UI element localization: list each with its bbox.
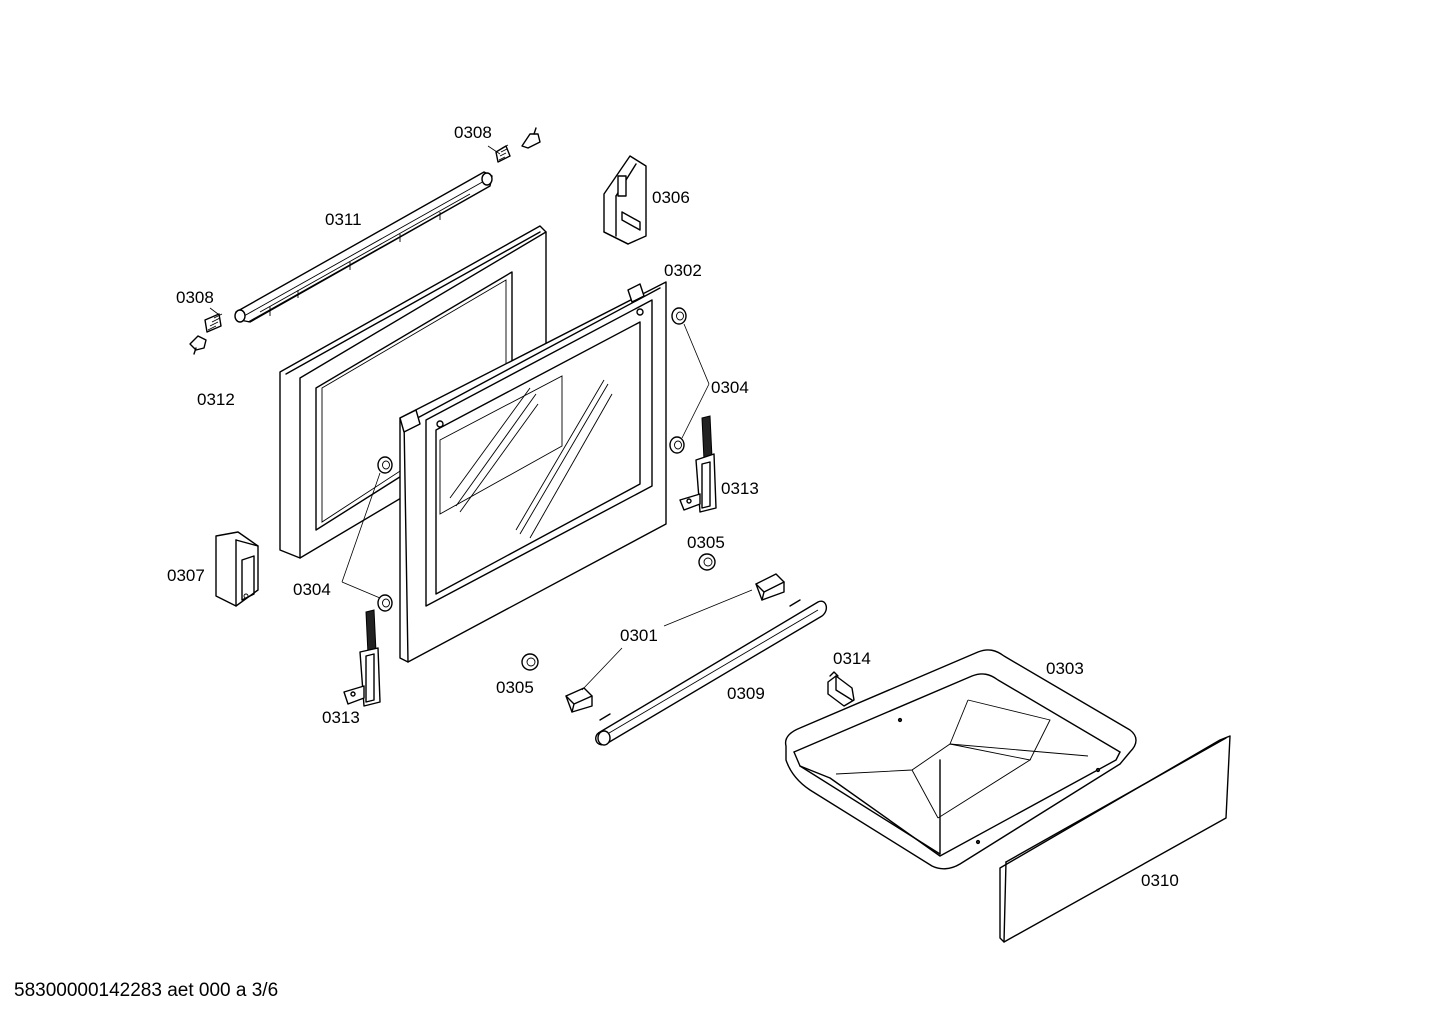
part-0305-stop-left <box>521 653 539 671</box>
label-0304-right: 0304 <box>711 378 749 397</box>
part-0310-drawer-front <box>999 735 1231 943</box>
label-0303: 0303 <box>1046 659 1084 678</box>
part-0301-handle-holder-left <box>565 687 593 713</box>
part-0308-spring-screw-left <box>189 307 223 355</box>
part-0314-clip <box>827 671 855 707</box>
label-0305-right: 0305 <box>687 533 725 552</box>
label-0308-top: 0308 <box>454 123 492 142</box>
leader-0304-right <box>681 323 710 439</box>
label-0307: 0307 <box>167 566 205 585</box>
leader-0304-left <box>341 472 381 599</box>
label-0311: 0311 <box>325 210 362 229</box>
drawing-reference-number: 58300000142283 aet 000 a 3/6 <box>14 980 279 1001</box>
part-0304-pad-top-right <box>671 307 687 325</box>
label-0314: 0314 <box>833 649 871 668</box>
part-0308-spring-screw-top <box>487 127 541 163</box>
label-0302: 0302 <box>664 261 702 280</box>
label-0313-right: 0313 <box>721 479 759 498</box>
part-0304-pad-left-upper <box>377 456 393 474</box>
leader-0301 <box>581 589 753 691</box>
part-0304-pad-mid-right <box>669 436 685 454</box>
part-0311-door-trim-strip <box>234 171 493 323</box>
label-0310: 0310 <box>1141 871 1179 890</box>
part-0309-door-handle <box>595 599 828 746</box>
part-0313-hinge-right <box>679 415 717 513</box>
label-0309: 0309 <box>727 684 765 703</box>
part-0305-stop-right <box>698 553 716 571</box>
label-0304-left: 0304 <box>293 580 331 599</box>
label-0313-left: 0313 <box>322 708 360 727</box>
part-0301-handle-holder-right <box>755 573 785 601</box>
label-0306: 0306 <box>652 188 690 207</box>
part-0304-pad-left-lower <box>377 594 393 612</box>
part-labels: 0308 0306 0311 0308 0302 0312 0304 0313 … <box>167 123 1179 890</box>
part-0313-hinge-left <box>343 609 381 707</box>
part-0306-bracket <box>603 155 647 245</box>
part-0303-drawer-tray <box>784 649 1137 870</box>
part-0302-outer-door <box>399 281 667 663</box>
label-0308-left: 0308 <box>176 288 214 307</box>
part-0307-bracket <box>215 531 259 607</box>
label-0305-left: 0305 <box>496 678 534 697</box>
label-0312: 0312 <box>197 390 235 409</box>
label-0301: 0301 <box>620 626 658 645</box>
